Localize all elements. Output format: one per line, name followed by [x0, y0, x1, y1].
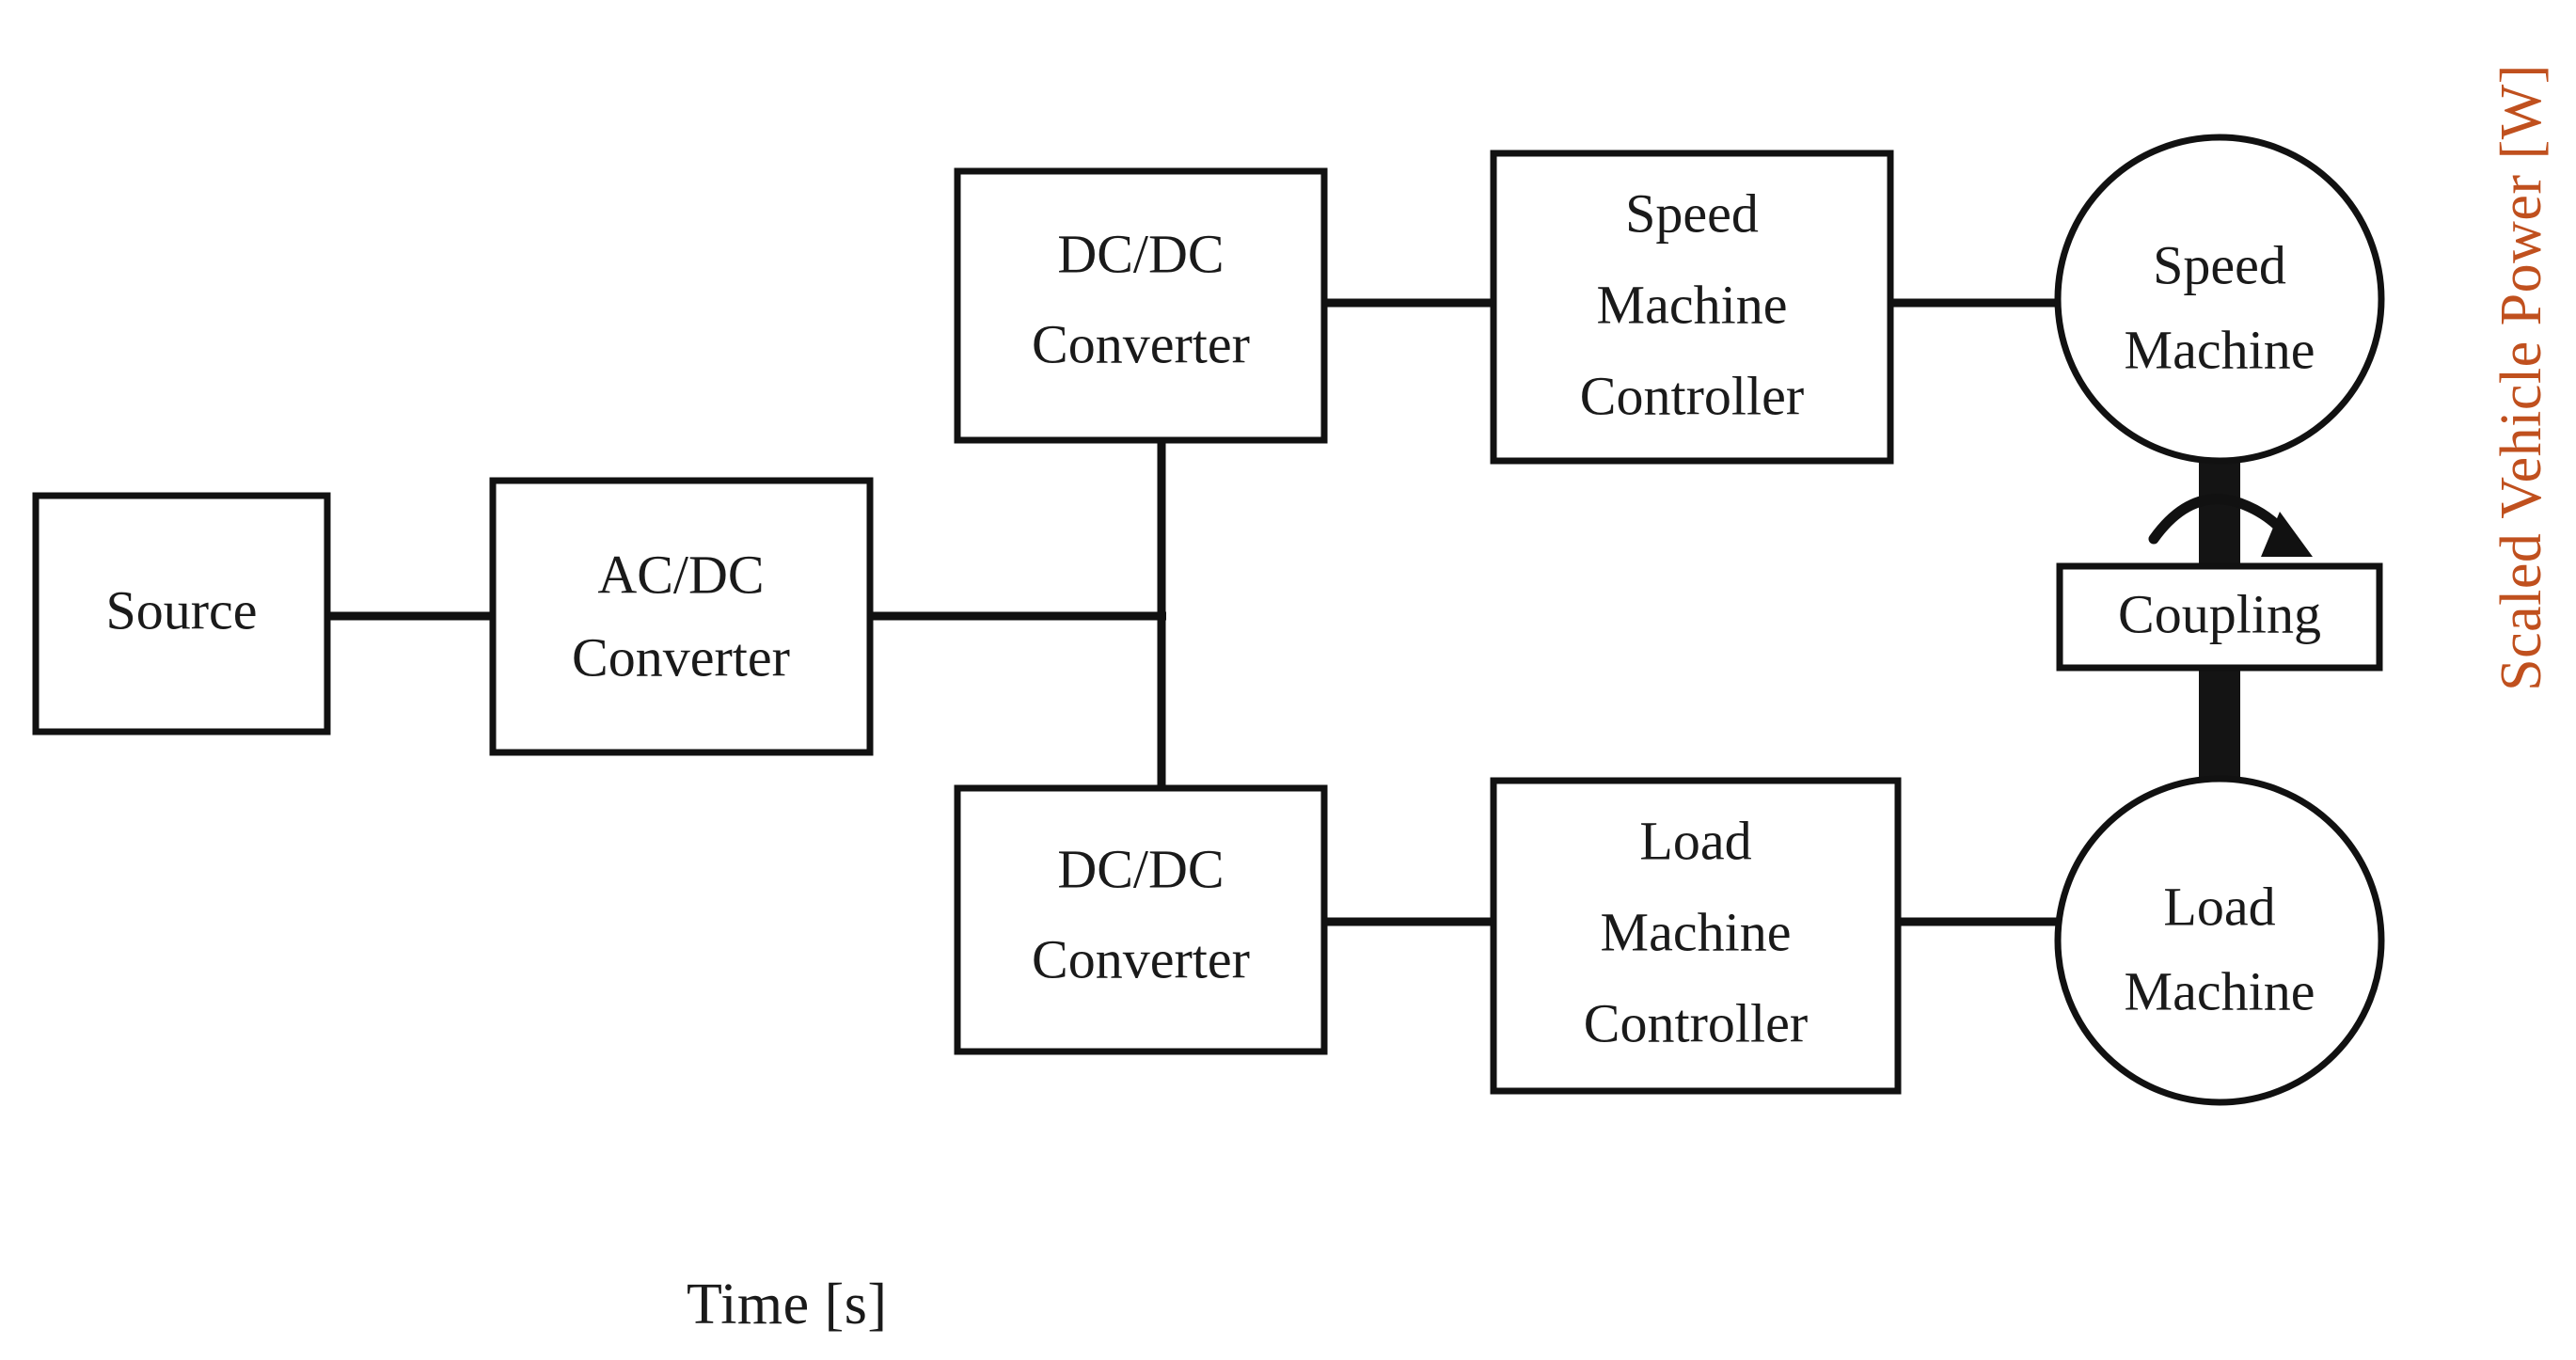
block-acdc-converter[interactable]: AC/DC Converter	[489, 477, 874, 756]
load-machine-label-line2: Machine	[2125, 960, 2315, 1021]
speed-machine-controller-label-line2: Machine	[1597, 274, 1788, 335]
load-machine-controller-label-line2: Machine	[1601, 901, 1792, 962]
block-dcdc-converter-bottom[interactable]: DC/DC Converter	[954, 784, 1328, 1055]
speed-machine-circle[interactable]	[2054, 134, 2385, 465]
coupling-box[interactable]	[2056, 562, 2383, 672]
source-box[interactable]	[32, 492, 331, 735]
rotation-direction-arrow	[2148, 494, 2313, 557]
rotation-arrow-arc	[2148, 494, 2291, 545]
acdc-converter-label-line2: Converter	[572, 626, 790, 688]
block-load-machine-controller[interactable]: Load Machine Controller	[1490, 777, 1902, 1095]
source-label: Source	[105, 579, 257, 640]
mechanical-shaft	[2199, 442, 2240, 784]
dcdc-converter-top-label-line2: Converter	[1032, 313, 1250, 374]
dcdc-converter-bottom-label-line1: DC/DC	[1057, 838, 1224, 899]
speed-machine-controller-label-line3: Controller	[1580, 365, 1804, 426]
block-speed-machine-controller[interactable]: Speed Machine Controller	[1490, 150, 1894, 465]
block-dcdc-converter-top[interactable]: DC/DC Converter	[954, 167, 1328, 444]
x-axis-label: Time [s]	[687, 1273, 888, 1336]
dcdc-converter-top-label-line1: DC/DC	[1057, 223, 1224, 284]
speed-machine-label-line1: Speed	[2153, 234, 2286, 295]
block-speed-machine[interactable]: Speed Machine	[2054, 134, 2385, 465]
acdc-converter-box[interactable]	[489, 477, 874, 756]
dcdc-converter-bottom-label-line2: Converter	[1032, 928, 1250, 989]
coupling-label: Coupling	[2118, 583, 2321, 644]
load-machine-controller-label-line3: Controller	[1584, 992, 1808, 1053]
block-load-machine[interactable]: Load Machine	[2054, 775, 2385, 1106]
dcdc-converter-top-box[interactable]	[954, 167, 1328, 444]
load-machine-controller-box[interactable]	[1490, 777, 1902, 1095]
shaft-lower-segment	[2199, 660, 2240, 784]
acdc-converter-label-line1: AC/DC	[597, 544, 764, 605]
y-axis-label: Scaled Vehicle Power [W]	[2489, 64, 2554, 691]
dcdc-converter-bottom-box[interactable]	[954, 784, 1328, 1055]
speed-machine-controller-label-line1: Speed	[1625, 182, 1759, 244]
rotation-arrow-head	[2261, 512, 2313, 557]
load-machine-controller-label-line1: Load	[1639, 810, 1751, 871]
block-coupling[interactable]: Coupling	[2056, 562, 2383, 672]
speed-machine-label-line2: Machine	[2125, 319, 2315, 380]
speed-machine-controller-box[interactable]	[1490, 150, 1894, 465]
block-source[interactable]: Source	[32, 492, 331, 735]
load-machine-circle[interactable]	[2054, 775, 2385, 1106]
connection-wires	[324, 298, 2069, 926]
load-machine-label-line1: Load	[2163, 876, 2275, 937]
